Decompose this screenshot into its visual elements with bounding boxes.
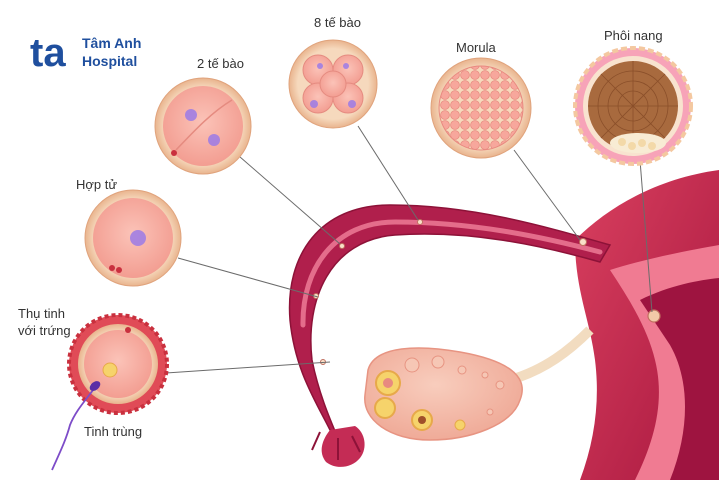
fertilization-cell [67,313,169,415]
blastocyst-cell [573,46,693,166]
logo-mark: ta [30,31,66,75]
label-line: Thụ tinh [18,306,65,321]
logo-name-line1: Tâm Anh [82,35,141,51]
fallopian-tube [288,204,612,467]
ovarian-ligament [508,326,594,385]
two-cell-embryo [154,77,252,175]
label-two-cell: 2 tế bào [197,56,244,71]
label-sperm: Tinh trùng [84,424,142,439]
sperm [51,381,101,471]
ovary [364,347,523,441]
uterus [575,170,719,480]
tube-embryos [313,219,661,365]
leader-lines [165,125,653,374]
label-line: với trứng [18,323,71,338]
eight-cell-embryo [288,39,378,129]
label-fertilization: Thụ tinh với trứng [18,306,71,338]
morula-cell [430,57,532,159]
label-morula: Morula [456,40,497,55]
label-eight-cell: 8 tế bào [314,15,361,30]
logo-name-line2: Hospital [82,53,137,69]
label-blastocyst: Phôi nang [604,28,663,43]
label-zygote: Hợp tử [76,177,117,192]
hospital-logo: ta Tâm Anh Hospital [30,31,141,75]
zygote-cell [84,189,182,287]
